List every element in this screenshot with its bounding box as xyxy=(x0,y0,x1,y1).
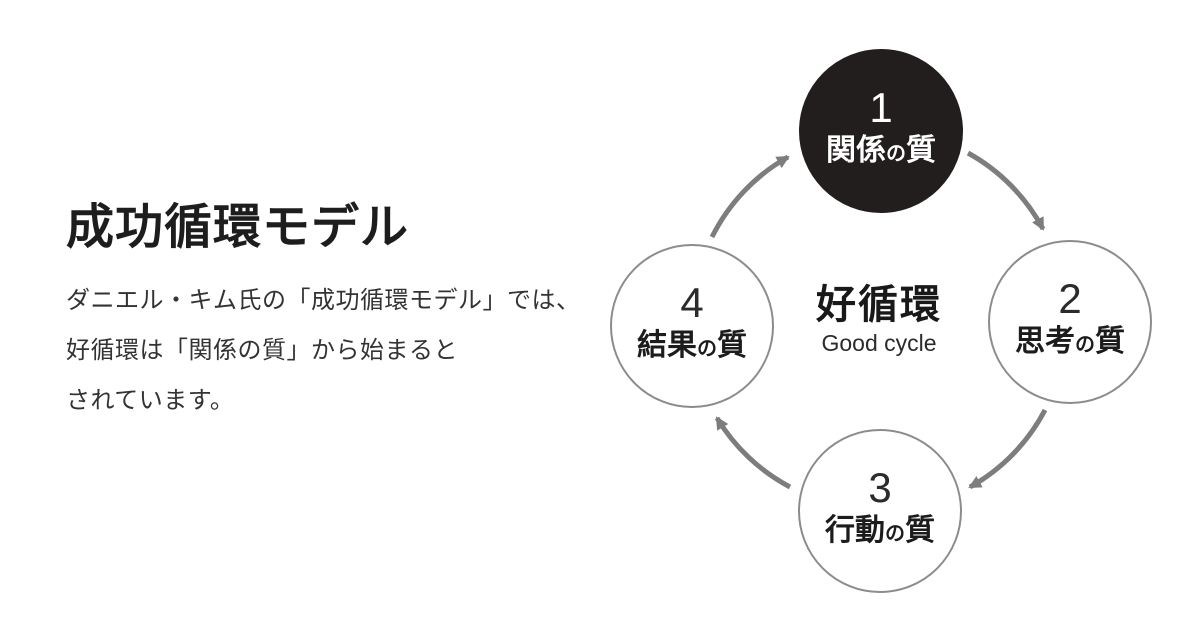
node-label: 結果の質 xyxy=(637,329,747,364)
node-label: 思考の質 xyxy=(1015,325,1125,360)
node-label-particle: の xyxy=(697,338,717,361)
arrow-right-to-bottom-icon xyxy=(968,408,1048,490)
arrow-bottom-to-left-icon xyxy=(714,416,792,490)
node-label-tail: 質 xyxy=(906,134,936,168)
cycle-center-subtitle: Good cycle xyxy=(821,330,937,356)
arrow-top-to-right-icon xyxy=(966,150,1046,231)
node-label-main: 結果 xyxy=(637,329,697,363)
cycle-center-label: 好循環 Good cycle xyxy=(816,285,942,355)
intro-line: 好循環は「関係の質」から始まると xyxy=(66,337,458,364)
node-number: 2 xyxy=(1058,275,1082,323)
cycle-node-action-quality: 3 行動の質 xyxy=(798,429,962,593)
page-title: 成功循環モデル xyxy=(66,201,410,254)
node-label-tail: 質 xyxy=(905,514,935,548)
node-label-main: 関係 xyxy=(826,134,886,168)
intro-line: ダニエル・キム氏の「成功循環モデル」では、 xyxy=(66,287,581,314)
node-number: 1 xyxy=(869,84,893,132)
cycle-node-relationship-quality: 1 関係の質 xyxy=(799,49,963,213)
node-label-tail: 質 xyxy=(1095,325,1125,359)
cycle-node-thinking-quality: 2 思考の質 xyxy=(988,240,1152,404)
intro-body: ダニエル・キム氏の「成功循環モデル」では、 好循環は「関係の質」から始まると さ… xyxy=(66,276,626,426)
node-label-particle: の xyxy=(886,143,906,166)
cycle-node-result-quality: 4 結果の質 xyxy=(610,244,774,408)
intro-line: されています。 xyxy=(66,387,235,414)
node-label-particle: の xyxy=(885,523,905,546)
node-number: 3 xyxy=(868,464,892,512)
intro-block: 成功循環モデル ダニエル・キム氏の「成功循環モデル」では、 好循環は「関係の質」… xyxy=(66,198,626,426)
node-label-main: 思考 xyxy=(1015,325,1075,359)
arrow-left-to-top-icon xyxy=(709,154,790,239)
node-label-particle: の xyxy=(1075,334,1095,357)
node-number: 4 xyxy=(680,279,704,327)
node-label-tail: 質 xyxy=(717,329,747,363)
cycle-center-title: 好循環 xyxy=(816,283,942,327)
node-label-main: 行動 xyxy=(825,514,885,548)
node-label: 関係の質 xyxy=(826,134,936,169)
node-label: 行動の質 xyxy=(825,514,935,549)
